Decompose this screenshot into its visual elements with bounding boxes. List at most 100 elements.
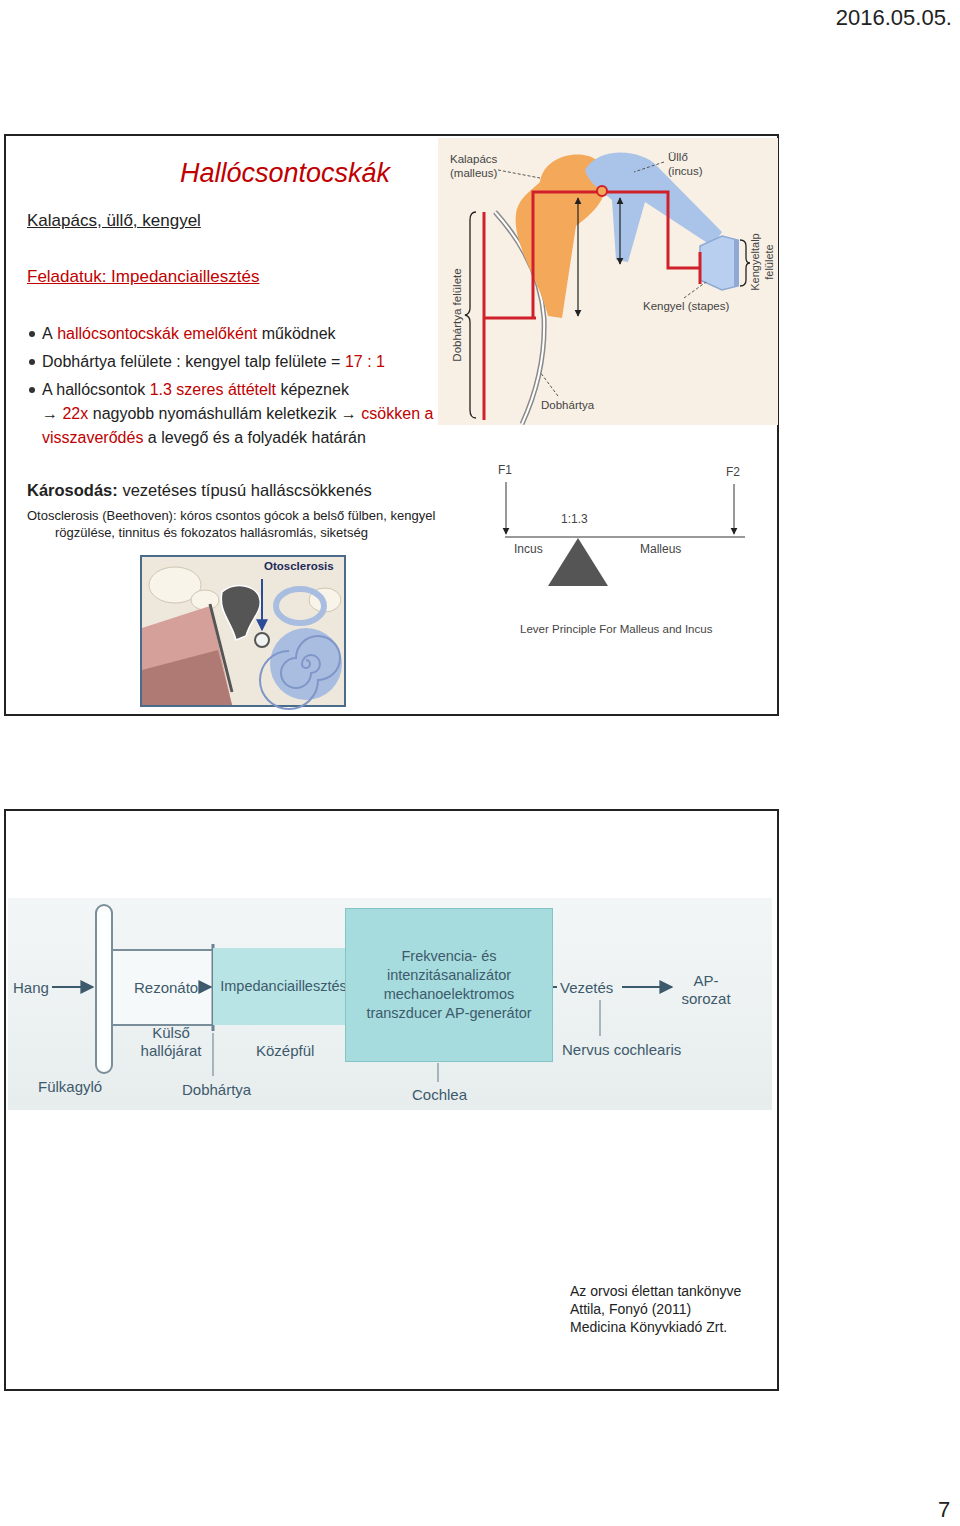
note-text: Otosclerosis (Beethoven): kóros csontos …: [27, 507, 497, 541]
surface-label: Kengyeltalp felülete: [749, 233, 775, 291]
slide-frame: [5, 810, 778, 1390]
citation-line: Az orvosi élettan tankönyve: [570, 1282, 741, 1300]
citation-line: Medicina Könyvkiadó Zrt.: [570, 1319, 727, 1335]
force-label: F1: [498, 463, 512, 478]
part-label: Malleus: [640, 542, 681, 556]
chain-label: AP-sorozat: [681, 972, 730, 1007]
chain-label: Cochlea: [412, 1086, 467, 1103]
damage-heading: Károsodás:: [27, 481, 118, 499]
hearing-chain-band: [112, 949, 213, 951]
ossicle-illustration: [597, 186, 607, 196]
slide-frame: [5, 135, 778, 715]
citation-line: Az orvosi élettan tankönyve: [570, 1283, 741, 1299]
figure-label: Otosclerosis: [264, 560, 334, 572]
slide-subtitle: Kalapács, üllő, kengyel: [27, 211, 201, 230]
hearing-chain-band: [8, 898, 772, 1110]
chain-label: Középfül: [256, 1042, 314, 1059]
otosclerosis-illustration: [276, 589, 324, 623]
ossicle-illustration: [438, 138, 778, 425]
ossicle-illustration: [577, 198, 578, 316]
part-label: Incus: [514, 542, 543, 556]
part-label: Üllő (incus): [668, 150, 713, 178]
hearing-chain-band: [96, 905, 112, 1073]
part-label: Kengyel (stapes): [643, 300, 729, 312]
chain-label: Dobhártya: [182, 1081, 251, 1098]
otosclerosis-illustration: [141, 556, 345, 709]
slide-title: Hallócsontocskák: [180, 156, 440, 190]
bullet-text: Ahallócsontocskák emelőkéntműködnek: [42, 322, 437, 346]
citation-line: Medicina Könyvkiadó Zrt.: [570, 1318, 727, 1336]
force-label: F2: [726, 465, 740, 480]
ossicle-illustration: [465, 212, 476, 418]
page-number: 7: [938, 1496, 950, 1524]
bullet-dot: [29, 387, 35, 393]
ossicle-illustration: [540, 372, 558, 396]
lever-diagram: [548, 538, 608, 586]
ratio-label: 1:1.3: [561, 512, 588, 527]
damage-heading: Károsodás:vezetéses típusú halláscsökken…: [27, 480, 487, 501]
citation-line: Attila, Fonyó (2011): [570, 1301, 691, 1317]
ossicle-illustration: [533, 192, 700, 318]
bullet-text: Dobhártya felülete : kengyel talp felüle…: [42, 353, 340, 370]
force-label: F2: [726, 465, 740, 479]
ossicle-illustration: [484, 317, 536, 320]
slide-subtitle: Kalapács, üllő, kengyel: [27, 210, 347, 231]
hearing-chain-band: [204, 986, 211, 988]
bullet-text: a levegő és a folyadék határán: [148, 429, 366, 446]
chain-label: Fülkagyló: [38, 1077, 102, 1096]
chain-label: AP-sorozat: [676, 972, 736, 1008]
ratio-label: 1:1.3: [561, 512, 588, 526]
otosclerosis-illustration: [191, 590, 219, 610]
bullet-dot: [29, 331, 35, 337]
slide-title: Hallócsontocskák: [180, 158, 390, 188]
force-label: F1: [498, 463, 512, 477]
hearing-chain-band: [437, 1063, 438, 1082]
part-label: Incus: [514, 542, 543, 557]
figure-label: Otosclerosis: [264, 559, 334, 573]
bullet-dot: [29, 359, 35, 365]
hearing-chain-band: [212, 1033, 213, 1076]
chain-label: Külső hallójárat: [141, 1024, 202, 1059]
ossicle-illustration: [438, 138, 778, 425]
process-box: Impedanciaillesztés: [213, 948, 354, 1025]
bullet-text: A hallócsontok1.3 szeres áttételtképezne…: [42, 378, 437, 450]
surface-label: Dobhártya felülete: [450, 250, 464, 380]
part-label: Kalapács (malleus): [450, 153, 497, 179]
bullet-text: hallócsontocskák emelőként: [57, 325, 257, 342]
process-box: Frekvencia- és intenzitásanalizátor mech…: [345, 908, 553, 1062]
otosclerosis-illustration: [142, 650, 232, 705]
page-date: 2016.05.05.: [836, 5, 952, 30]
part-label: Dobhártya: [541, 398, 631, 412]
figure-caption: Lever Principle For Malleus and Incus: [520, 623, 712, 635]
page-number: 7: [938, 1497, 950, 1522]
surface-label: Dobhártya felülete: [451, 268, 463, 361]
bullet-text: nagyobb nyomáshullám keletkezik →: [93, 405, 357, 422]
otosclerosis-illustration: [260, 636, 340, 709]
hearing-chain-band: [52, 986, 93, 988]
otosclerosis-illustration: [142, 606, 232, 705]
chain-label: Nervus cochlearis: [562, 1041, 681, 1058]
bullet-dot: [29, 331, 35, 393]
slide-subtitle: Feladatuk: Impedanciaillesztés: [27, 267, 259, 286]
chain-label: Külső hallójárat: [126, 1024, 216, 1060]
part-label: Kengyel (stapes): [643, 299, 763, 313]
hearing-chain-band: [622, 986, 672, 988]
chain-label: Vezetés: [560, 978, 613, 997]
part-label: Dobhártya: [541, 399, 594, 411]
bullet-text: 1.3 szeres áttételt: [150, 381, 276, 398]
lever-diagram: [505, 536, 745, 538]
slide-subtitle: Feladatuk: Impedanciaillesztés: [27, 266, 347, 287]
slide-frame: [5, 135, 778, 1390]
chain-label: Dobhártya: [182, 1080, 251, 1099]
citation-line: Attila, Fonyó (2011): [570, 1300, 691, 1318]
chain-label: Hang: [13, 979, 49, 996]
box-text: Impedanciaillesztés: [220, 977, 347, 996]
ossicle-illustration: [734, 240, 739, 286]
damage-heading: vezetéses típusú halláscsökkenés: [122, 481, 371, 499]
otosclerosis-illustration: [141, 556, 345, 706]
hearing-chain-band: [8, 898, 772, 1110]
lever-diagram: [505, 482, 506, 534]
hearing-chain-band: [553, 986, 557, 988]
chain-label: Vezetés: [560, 979, 613, 996]
lever-diagram: [505, 482, 745, 586]
